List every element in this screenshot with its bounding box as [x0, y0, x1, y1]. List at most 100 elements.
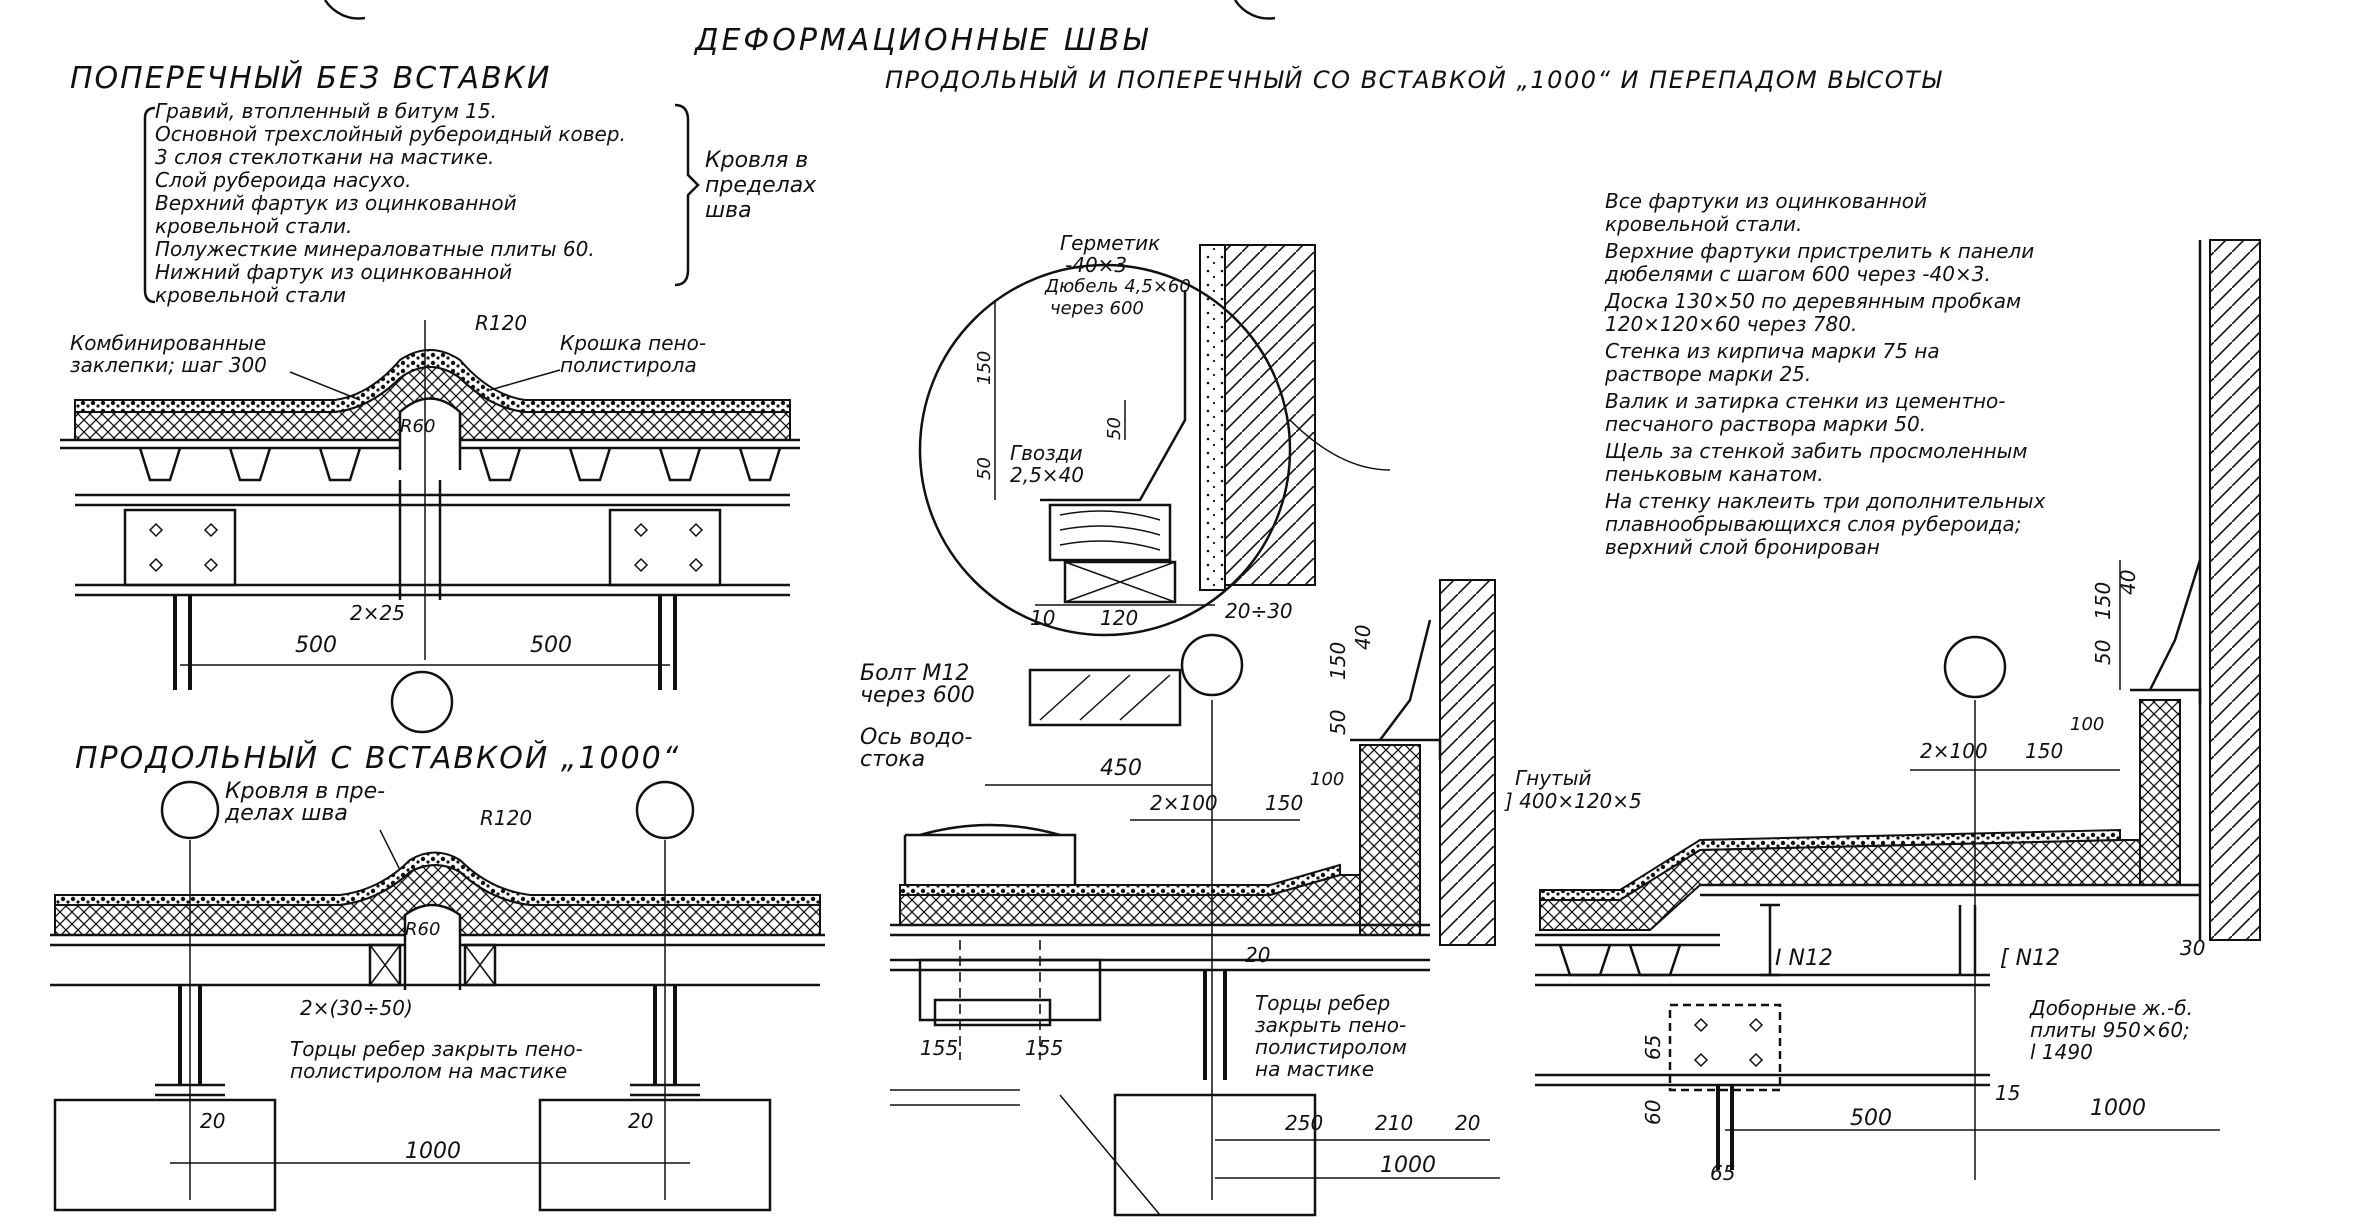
leader-roof-2 [379, 829, 401, 871]
column-2a [178, 985, 202, 1085]
note-2: кровельной стали. [1605, 212, 1802, 236]
dim-150-b: 150 [2025, 739, 2063, 763]
dim-50-v: 50 [1326, 710, 1350, 735]
dim-450: 450 [1100, 756, 1142, 781]
dim-500-right: 500 [530, 633, 572, 658]
dim-500-4: 500 [1850, 1106, 1892, 1131]
bent-1: Гнутый [1515, 766, 1592, 790]
plate-left [123, 508, 237, 587]
zoom-plug-cross [1064, 561, 1176, 603]
rivets-label-2: заклепки; шаг 300 [70, 353, 267, 377]
slab-ribs-4 [1558, 944, 1682, 977]
note-5: Доска 130×50 по деревянным пробкам [1604, 289, 2021, 313]
sealant-2: -40×3 [1065, 253, 1127, 277]
roof-line-4 [1535, 883, 2200, 947]
drain-head [1028, 668, 1182, 727]
foam-crumb-2: полистирола [560, 353, 697, 377]
plate-4 [1668, 1003, 1782, 1092]
r60-label-2: R60 [405, 919, 440, 940]
bolt-plate-3 [933, 998, 1052, 1027]
nails-1: Гвозди [1010, 441, 1083, 465]
dim-1000-4: 1000 [2090, 1096, 2146, 1121]
layer-3: 3 слоя стеклоткани на мастике. [155, 145, 494, 169]
roof-in-seam-2a: Кровля в пре- [225, 779, 385, 804]
layer-2: Основной трехслойный рубероидный ковер. [155, 122, 626, 146]
dim-155-a: 155 [920, 1036, 958, 1060]
layer-9: кровельной стали [155, 283, 346, 307]
bolt-1: Болт М12 [860, 661, 969, 686]
dowel-1: Дюбель 4,5×60 [1044, 276, 1191, 297]
r60-core-2 [403, 903, 462, 990]
layer-6: кровельной стали. [155, 214, 352, 238]
foam-block-right [463, 943, 497, 987]
zoom-brick-wall [1224, 244, 1316, 586]
dim-250: 250 [1285, 1111, 1323, 1135]
axis-circle-4 [1943, 635, 2007, 699]
leader-foam [489, 369, 561, 391]
zoom-50b: 50 [1104, 417, 1125, 440]
title-transverse-no-insert: ПОПЕРЕЧНЫЙ БЕЗ ВСТАВКИ [70, 60, 551, 96]
parapet-block [1359, 744, 1421, 936]
detail-parapet-left: Болт М12 через 600 Ось водо- стока 450 2… [860, 579, 1642, 1217]
extra-plates-2: плиты 950×60; [2030, 1018, 2190, 1042]
dim-1000-2: 1000 [405, 1139, 461, 1164]
step-apron [2148, 559, 2202, 691]
beam-bottom-1 [75, 583, 790, 597]
dim-50-v4: 50 [2091, 640, 2115, 665]
note-6: 120×120×60 через 780. [1605, 312, 1857, 336]
dowel-2: через 600 [1050, 298, 1144, 319]
note-4: дюбелями с шагом 600 через -40×3. [1604, 262, 1991, 286]
dim-2x100-a: 2×100 [1150, 791, 1218, 815]
drain-axis-1: Ось водо- [860, 725, 972, 750]
r60-label-1: R60 [400, 416, 435, 437]
dim-1000-3: 1000 [1380, 1153, 1436, 1178]
drain-head-hatch [1039, 674, 1171, 721]
column-left-1 [173, 595, 192, 690]
rib-ends-3c: полистиролом [1255, 1035, 1407, 1059]
bolt-diamonds-4 [1693, 1017, 1764, 1068]
label-n12-i: I N12 [1775, 946, 1833, 971]
zoom-board-grain [1059, 510, 1161, 551]
layer-5: Верхний фартук из оцинкованной [155, 191, 517, 215]
dim-20-3: 20 [1245, 943, 1270, 967]
insulation-layer-2 [54, 864, 821, 936]
beam-4 [1535, 973, 1990, 1087]
notes-block: Все фартуки из оцинкованной кровельной с… [1604, 189, 2046, 559]
bent-2: ] 400×120×5 [1504, 789, 1642, 813]
main-title: ДЕФОРМАЦИОННЫЕ ШВЫ [693, 23, 1150, 58]
foam-crumb-1: Крошка пено- [560, 331, 706, 355]
dim-15-4: 15 [1995, 1081, 2020, 1105]
roof-in-seam-2b: делах шва [224, 801, 348, 826]
zoom-dim-50 [994, 400, 1126, 500]
gap-2x30-50: 2×(30÷50) [300, 996, 413, 1020]
dim-20-2a: 20 [200, 1109, 225, 1133]
r60-core [398, 397, 462, 470]
rib-ends-3a: Торцы ребер [1255, 991, 1390, 1015]
dim-210: 210 [1375, 1111, 1413, 1135]
column-right-1 [658, 595, 677, 690]
layer-bracket-right [674, 103, 700, 287]
roof-within-seam-2: пределах [705, 173, 817, 198]
nails-2: 2,5×40 [1010, 463, 1084, 487]
note-9: Валик и затирка стенки из цементно- [1605, 389, 2006, 413]
zoom-150: 150 [974, 351, 995, 385]
roof-within-seam-3: шва [705, 198, 752, 223]
detail-step-right: I N12 [ N12 65 60 65 500 15 1000 30 2×10… [1535, 239, 2261, 1185]
rib-ends-2a: Торцы ребер закрыть пено- [290, 1037, 583, 1061]
title-longitudinal-insert: ПРОДОЛЬНЫЙ С ВСТАВКОЙ „1000“ [75, 740, 680, 776]
dim-2x100-b: 2×100 [1920, 739, 1988, 763]
slab-ribs-1 [138, 447, 782, 482]
dim-150-v: 150 [1326, 642, 1350, 680]
foam-block-left [368, 943, 402, 987]
layer-7: Полужесткие минераловатные плиты 60. [155, 237, 595, 261]
layer-4: Слой рубероида насухо. [155, 168, 411, 192]
note-7: Стенка из кирпича марки 75 на [1605, 339, 1940, 363]
r120-label-1: R120 [475, 311, 527, 335]
dim-100-a: 100 [1310, 769, 1344, 790]
gap-2x25: 2×25 [350, 601, 405, 625]
bolt-2: через 600 [860, 683, 975, 708]
note-14: плавнообрывающихся слоя рубероида; [1605, 512, 2022, 536]
layer-bracket-left [143, 106, 156, 304]
detail-transverse-no-insert: 2×25 500 500 Комбинированные заклепки; ш… [60, 311, 800, 734]
dim-155-b: 155 [1025, 1036, 1063, 1060]
